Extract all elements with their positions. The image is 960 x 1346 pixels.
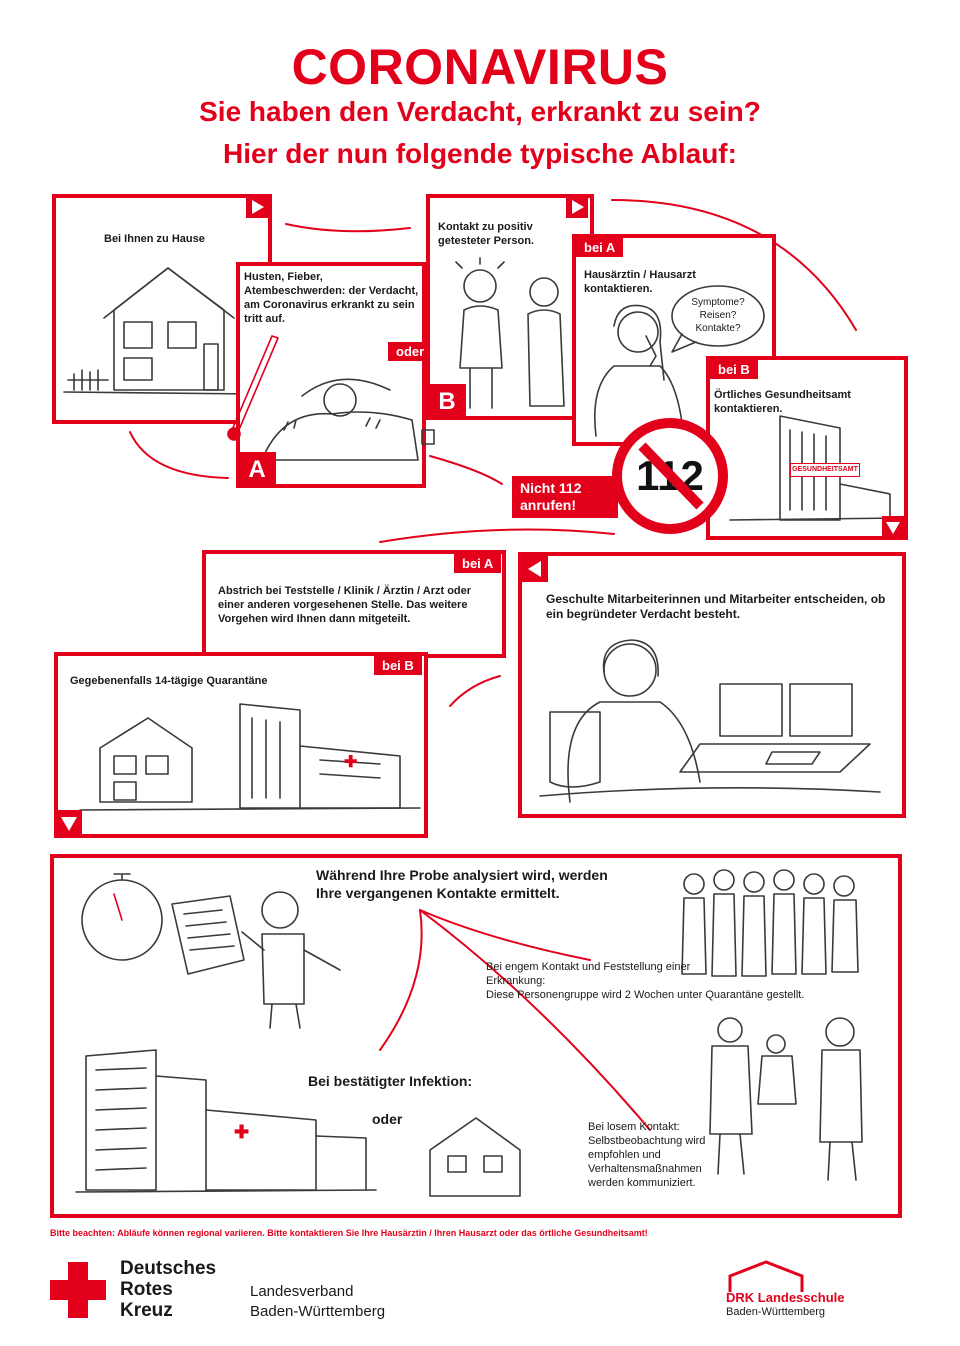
loose-contact-label: Bei losem Kontakt: bbox=[588, 1121, 680, 1133]
school-line1: DRK Landesschule bbox=[726, 1290, 845, 1305]
red-cross-icon: ✚ bbox=[344, 754, 358, 771]
page-subtitle-process: Hier der nun folgende typische Ablauf: bbox=[223, 138, 737, 169]
staff-card bbox=[518, 552, 906, 818]
quarantine-card bbox=[54, 652, 428, 838]
contact-persons-illustration bbox=[455, 257, 565, 409]
symptoms-card bbox=[236, 262, 426, 488]
red-cross-logo-icon bbox=[50, 1262, 106, 1318]
close-contact-text: Diese Personengruppe wird 2 Wochen unter… bbox=[486, 989, 805, 1001]
confirmed-infection-label: Bei bestätigter Infektion: bbox=[308, 1073, 473, 1089]
staff-text: Geschulte Mitarbeiterinnen und Mitarbeit… bbox=[546, 592, 886, 621]
bei-a-tag: bei A bbox=[454, 554, 502, 573]
small-house-illustration bbox=[429, 1117, 521, 1197]
red-cross-icon: ✚ bbox=[234, 1122, 250, 1142]
school-roof-logo-icon bbox=[728, 1260, 804, 1292]
down-arrow-icon bbox=[56, 810, 82, 836]
label-b: B bbox=[428, 384, 466, 420]
speech-text: Symptome? Reisen? Kontakte? bbox=[691, 297, 745, 334]
school-line2: Baden-Württemberg bbox=[726, 1306, 826, 1318]
house-and-clinic-illustration bbox=[79, 703, 421, 811]
health-office-card bbox=[706, 356, 908, 540]
doctor-text: Hausärztin / Hausarzt kontaktieren. bbox=[584, 269, 696, 295]
house-illustration bbox=[63, 267, 255, 395]
close-contact-label: Bei engem Kontakt und Feststellung einer… bbox=[486, 961, 691, 987]
page-subtitle-question: Sie haben den Verdacht, erkrankt zu sein… bbox=[199, 96, 761, 127]
health-office-text: Örtliches Gesundheitsamt kontaktieren. bbox=[714, 389, 851, 415]
prohibition-slash-icon bbox=[638, 442, 704, 510]
oder-tag: oder bbox=[388, 342, 433, 361]
school-name: DRK Landesschule Baden-Württemberg bbox=[726, 1290, 844, 1320]
down-arrow-icon bbox=[882, 516, 904, 538]
analysis-text: Während Ihre Probe analysiert wird, werd… bbox=[316, 867, 608, 901]
org-line2: Rotes bbox=[120, 1279, 173, 1300]
hospital-illustration bbox=[75, 1049, 377, 1193]
page-title: CORONAVIRUS bbox=[291, 39, 669, 95]
bei-b-tag: bei B bbox=[710, 360, 758, 379]
back-arrow-icon bbox=[522, 556, 548, 582]
bei-b-tag: bei B bbox=[374, 656, 422, 675]
quarantine-text: Gegebenenfalls 14-tägige Quarantäne bbox=[70, 675, 268, 687]
speech-bubble bbox=[671, 285, 765, 353]
loose-contact-text: Selbstbeobachtung wird empfohlen und Ver… bbox=[588, 1135, 706, 1189]
region-name: Landesverband Baden-Württemberg bbox=[250, 1282, 385, 1322]
symptoms-text: Husten, Fieber, Atembeschwerden: der Ver… bbox=[244, 271, 419, 325]
home-card bbox=[52, 194, 272, 424]
contact-text: Kontakt zu positiv getesteter Person. bbox=[438, 221, 534, 247]
contacts-panel bbox=[50, 854, 902, 1218]
footer-note: Bitte beachten: Abläufe können regional … bbox=[50, 1228, 648, 1238]
org-line3: Kreuz bbox=[120, 1300, 173, 1321]
woman-on-phone-illustration bbox=[594, 304, 685, 443]
region-line2: Baden-Württemberg bbox=[250, 1303, 386, 1320]
org-line1: Deutsches bbox=[120, 1258, 217, 1279]
bei-a-tag: bei A bbox=[576, 238, 624, 257]
play-arrow-icon bbox=[566, 196, 588, 218]
play-arrow-icon bbox=[246, 196, 268, 218]
group-of-people-illustration bbox=[681, 869, 859, 977]
oder-text: oder bbox=[372, 1111, 403, 1127]
three-people-illustration bbox=[709, 1017, 863, 1181]
sick-in-bed-illustration bbox=[227, 335, 435, 461]
swab-text: Abstrich bei Teststelle / Klinik / Ärzti… bbox=[218, 585, 472, 625]
contact-branch-lines bbox=[379, 909, 651, 1131]
label-a: A bbox=[238, 452, 276, 488]
health-office-sign: GESUNDHEITSAMT bbox=[790, 463, 860, 477]
stopwatch-checklist-person-illustration bbox=[81, 873, 341, 1029]
call-center-illustration bbox=[539, 639, 881, 803]
home-text: Bei Ihnen zu Hause bbox=[104, 233, 205, 245]
region-line1: Landesverband bbox=[250, 1283, 354, 1300]
drk-org-name: Deutsches Rotes Kreuz bbox=[120, 1258, 216, 1321]
nicht-112-badge: Nicht 112 anrufen! bbox=[512, 476, 618, 518]
